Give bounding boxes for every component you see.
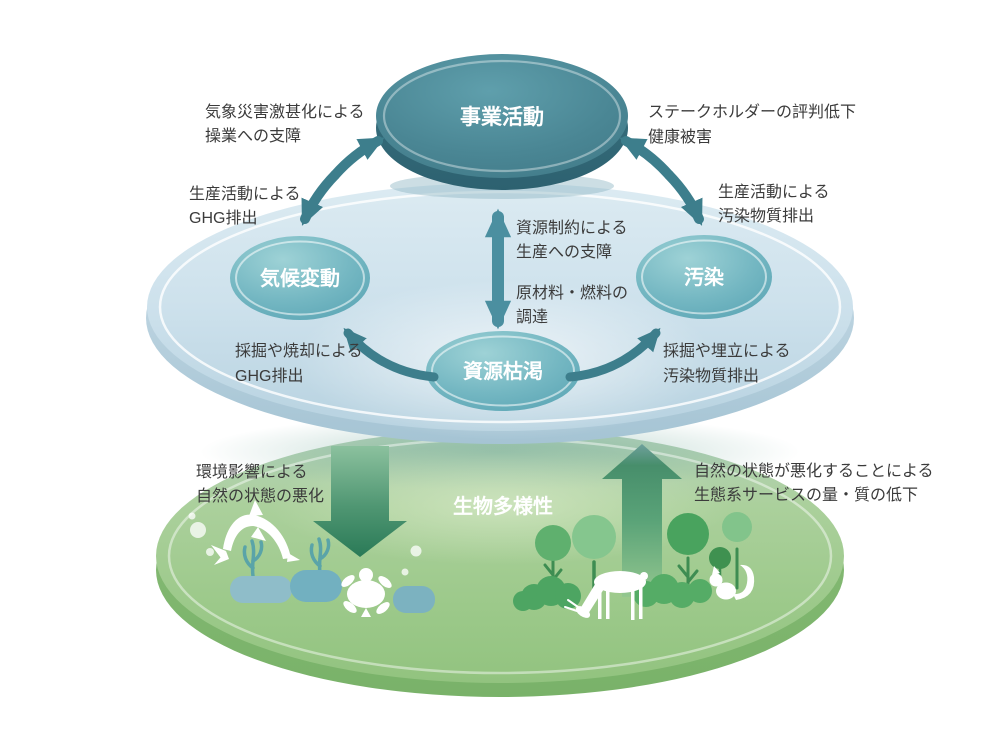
annotation-extraction-ghg-line1: 採掘や焼却による [235, 342, 363, 360]
annotation-production-ghg-line2: GHG排出 [189, 209, 257, 227]
annotation-raw-material-line2: 調達 [516, 308, 548, 326]
deer-antlers [564, 599, 579, 612]
annotation-resource-constraints-line2: 生産への支障 [516, 243, 612, 261]
annotation-weather-disruption-line2: 操業への支障 [205, 127, 301, 145]
rocks-illustration [230, 570, 435, 613]
annotation-extraction-ghg-line2: GHG排出 [235, 367, 303, 385]
annotation-production-pollutants-line2: 汚染物質排出 [718, 207, 814, 225]
climate-node-label: 気候変動 [260, 266, 340, 290]
resource-node-label: 資源枯渇 [463, 359, 543, 383]
turtle-illustration [341, 568, 392, 617]
arrow-resource-climate [343, 327, 439, 382]
annotation-ecosystem-decline-line2: 生態系サービスの量・質の低下 [694, 486, 918, 504]
squirrel-tail [733, 564, 755, 600]
annotation-resource-constraints-line1: 資源制約による [516, 219, 628, 237]
business-disc-ring [382, 59, 622, 173]
annotation-stakeholder-line1: ステークホルダーの評判低下 [648, 103, 856, 121]
annotation-environmental-impact-line2: 自然の状態の悪化 [196, 487, 324, 505]
dolphin-dorsal-fin [249, 500, 263, 516]
bushes-illustration [513, 574, 712, 611]
climate-node: 気候変動 [230, 236, 370, 320]
dolphin-illustration [211, 500, 300, 565]
trees-illustration [535, 512, 752, 603]
deer-illustration [564, 571, 648, 620]
annotation-weather-disruption-line1: 気象災害激甚化による [205, 103, 365, 121]
impact-down-arrow [313, 446, 407, 557]
annotation-raw-material-line1: 原材料・燃料の [516, 284, 628, 302]
annotation-production-ghg-line1: 生産活動による [189, 185, 301, 203]
annotation-stakeholder-line2: 健康被害 [648, 128, 712, 146]
arrow-business-pollution [619, 136, 704, 226]
ecosystem-up-arrow [602, 444, 682, 597]
annotation-ecosystem-decline-line1: 自然の状態が悪化することによる [694, 462, 934, 480]
dolphin-pectoral-fin [251, 527, 266, 541]
pollution-node-label: 汚染 [684, 265, 725, 289]
annotation-production-pollutants-line1: 生産活動による [718, 183, 830, 201]
bubbles-illustration [188, 512, 422, 576]
business-node-label: 事業活動 [460, 105, 544, 129]
business-disc: 事業活動 [376, 54, 628, 199]
business-disc-top [376, 54, 628, 178]
resource-node: 資源枯渇 [426, 331, 580, 411]
annotations: 気象災害激甚化による 操業への支障 ステークホルダーの評判低下 健康被害 生産活… [189, 103, 934, 518]
annotation-extraction-pollutants-line1: 採掘や埋立による [663, 342, 791, 360]
squirrel-illustration [709, 564, 755, 600]
connector-arrows [300, 136, 704, 382]
annotation-extraction-pollutants-line2: 汚染物質排出 [663, 367, 759, 385]
annotation-environmental-impact-line1: 環境影響による [196, 462, 308, 481]
biodiversity-label: 生物多様性 [453, 494, 553, 518]
arrow-business-climate [300, 136, 385, 226]
seaweed-illustration [242, 537, 331, 578]
pollution-node: 汚染 [636, 235, 772, 319]
arrow-resource-pollution [565, 327, 661, 382]
blue-platform-ring [158, 190, 842, 424]
